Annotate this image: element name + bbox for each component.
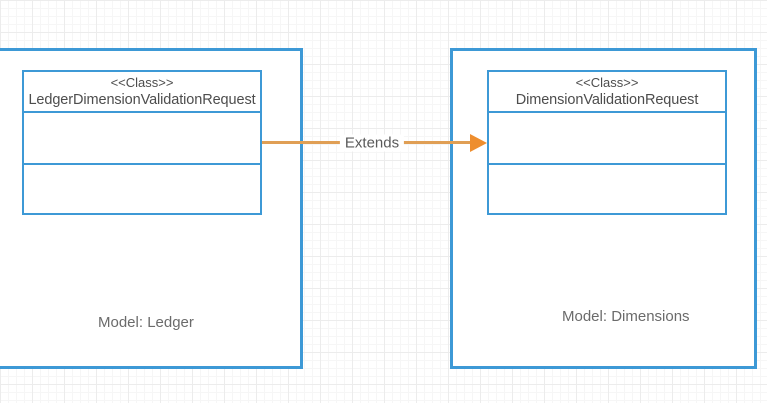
class-name: LedgerDimensionValidationRequest: [28, 92, 256, 108]
model-ledger-label: Model: Ledger: [98, 314, 194, 331]
methods-compartment[interactable]: [489, 165, 725, 213]
class-title-compartment[interactable]: <<Class>> DimensionValidationRequest: [489, 72, 725, 113]
class-stereotype: <<Class>>: [110, 75, 174, 90]
class-box-dimension-validation-request[interactable]: <<Class>> DimensionValidationRequest: [487, 70, 727, 215]
class-title-compartment[interactable]: <<Class>> LedgerDimensionValidationReque…: [24, 72, 260, 113]
methods-compartment[interactable]: [24, 165, 260, 213]
model-dimensions-label: Model: Dimensions: [562, 308, 690, 325]
class-box-ledger-dimension-validation-request[interactable]: <<Class>> LedgerDimensionValidationReque…: [22, 70, 262, 215]
extends-arrowhead-icon: [470, 134, 487, 152]
attributes-compartment[interactable]: [489, 113, 725, 165]
class-name: DimensionValidationRequest: [515, 92, 699, 108]
class-stereotype: <<Class>>: [575, 75, 639, 90]
extends-label[interactable]: Extends: [339, 134, 405, 152]
attributes-compartment[interactable]: [24, 113, 260, 165]
